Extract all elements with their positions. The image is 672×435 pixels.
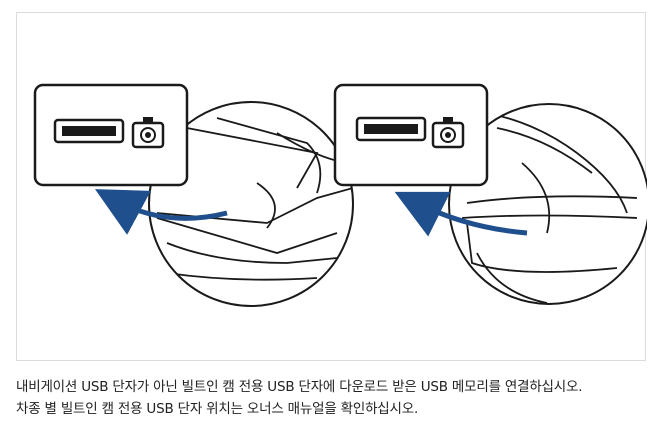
camera-port-icon: [431, 117, 465, 149]
seat-zoom-circle: [448, 103, 647, 305]
glovebox-port-panel: [33, 83, 189, 187]
camera-port-icon: [131, 117, 165, 149]
usb-port-icon: [355, 116, 427, 142]
seat-port-panel: [333, 83, 489, 187]
usb-port-icon: [53, 118, 125, 144]
usb-location-illustration: [16, 12, 647, 361]
caption-line-2: 차종 별 빌트인 캠 전용 USB 단자 위치는 오너스 매뉴얼을 확인하십시오…: [16, 401, 419, 417]
caption-line-1: 내비게이션 USB 단자가 아닌 빌트인 캠 전용 USB 단자에 다운로드 받…: [16, 379, 583, 395]
arrow-icon: [94, 189, 228, 235]
caption: 내비게이션 USB 단자가 아닌 빌트인 캠 전용 USB 단자에 다운로드 받…: [16, 376, 666, 420]
arrow-icon: [394, 191, 528, 237]
glovebox-zoom-circle: [148, 101, 354, 307]
